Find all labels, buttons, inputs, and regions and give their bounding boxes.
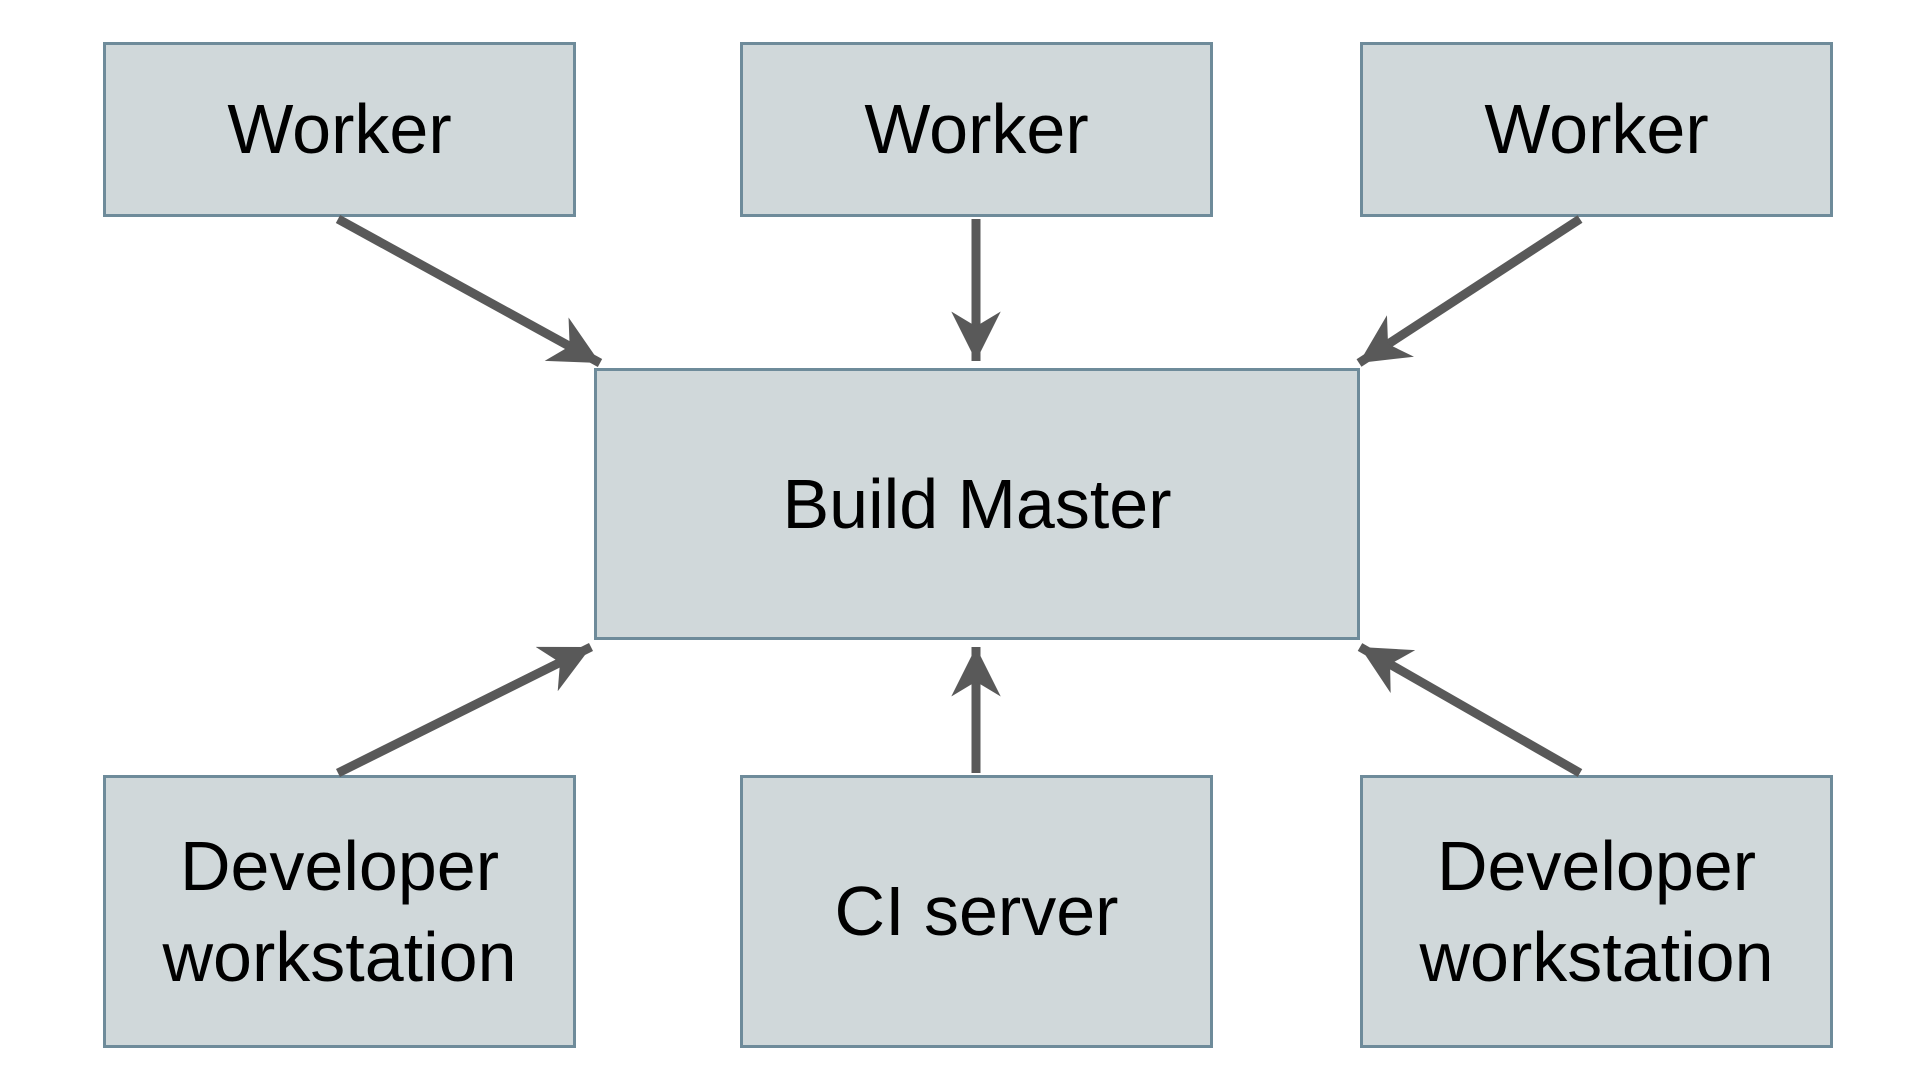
node-worker-2: Worker (740, 42, 1213, 217)
node-developer-workstation-1-label: Developer workstation (162, 826, 517, 996)
arrow-developer-workstation-1-to-build-master (335, 642, 594, 778)
node-build-master: Build Master (594, 368, 1360, 640)
node-developer-workstation-2-label: Developer workstation (1419, 826, 1774, 996)
node-worker-3-label: Worker (1484, 90, 1709, 168)
arrow-worker-3-to-build-master (1356, 215, 1583, 367)
arrow-worker-1-to-build-master (335, 215, 603, 367)
node-worker-2-label: Worker (864, 90, 1089, 168)
node-ci-server: CI server (740, 775, 1213, 1048)
node-worker-1: Worker (103, 42, 576, 217)
node-build-master-label: Build Master (782, 464, 1172, 543)
node-developer-workstation-2: Developer workstation (1360, 775, 1833, 1048)
arrow-developer-workstation-2-to-build-master (1357, 643, 1583, 777)
node-ci-server-label: CI server (834, 872, 1119, 950)
node-worker-3: Worker (1360, 42, 1833, 217)
node-developer-workstation-1: Developer workstation (103, 775, 576, 1048)
node-worker-1-label: Worker (227, 90, 452, 168)
